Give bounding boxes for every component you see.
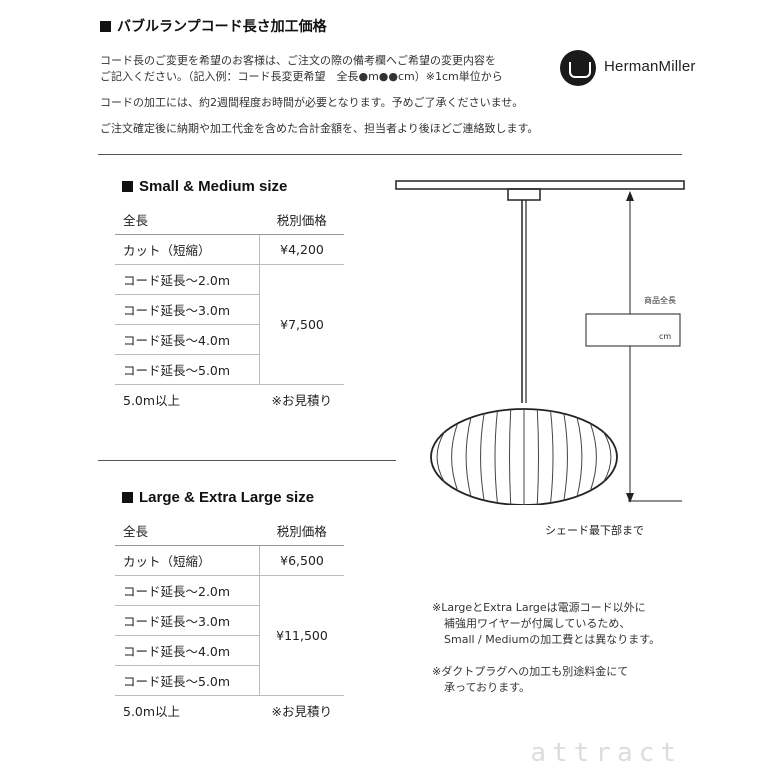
bullet-square-icon xyxy=(100,21,111,32)
table-row: コード延長～4.0m xyxy=(115,324,344,355)
price-table-large-xl: 全長 税別価格 カット（短縮） ¥6,500 コード延長～2.0m ¥11,50… xyxy=(115,516,344,725)
over-price: ※お見積り xyxy=(271,393,332,408)
col-price-header: 税別価格 xyxy=(259,516,344,546)
section-title-small-medium: Small & Medium size xyxy=(122,178,287,195)
over-label: 5.0m以上 xyxy=(123,393,181,408)
cut-label: カット（短縮） xyxy=(115,234,260,265)
intro-line-3: コードの加工には、約2週間程度お時間が必要となります。予めご了承くださいませ。 xyxy=(100,96,524,109)
ceiling-plug xyxy=(507,188,541,201)
col-length-header: 全長 xyxy=(115,516,260,546)
length-input-box xyxy=(585,313,681,347)
table-row: コード延長～3.0m xyxy=(115,294,344,325)
extension-label: コード延長～4.0m xyxy=(115,324,260,355)
col-length-header: 全長 xyxy=(115,205,260,235)
over-label: 5.0m以上 xyxy=(123,704,181,719)
extension-price: ¥11,500 xyxy=(259,575,344,696)
note-line: 承っております。 xyxy=(444,681,531,694)
lamp-diagram: 商品全長 cm xyxy=(395,180,685,505)
dimension-arrow xyxy=(626,191,682,503)
table-row: コード延長～2.0m ¥7,500 xyxy=(115,264,344,385)
col-price-header: 税別価格 xyxy=(259,205,344,235)
diagram-caption: シェード最下部まで xyxy=(545,524,644,537)
bullet-square-icon xyxy=(122,492,133,503)
over-price: ※お見積り xyxy=(271,704,332,719)
herman-miller-logo-icon xyxy=(560,50,596,86)
table-row: 5.0m以上 ※お見積り xyxy=(115,696,344,726)
note-line: ※ダクトプラグへの加工も別途料金にて xyxy=(432,665,629,678)
note-large-xl: ※LargeとExtra Largeは電源コード以外に 補強用ワイヤーが付属して… xyxy=(432,600,660,648)
table-row: カット（短縮） ¥4,200 xyxy=(115,234,344,265)
bubble-shade xyxy=(430,408,618,505)
duct-rail xyxy=(395,180,685,190)
note-line: 補強用ワイヤーが付属しているため、 xyxy=(444,617,631,630)
table-row: 5.0m以上 ※お見積り xyxy=(115,385,344,415)
extension-label: コード延長～4.0m xyxy=(115,635,260,666)
herman-miller-logo: HermanMiller xyxy=(560,50,710,90)
table-header-row: 全長 税別価格 xyxy=(115,205,344,235)
unit-label: cm xyxy=(659,332,671,341)
watermark: attract xyxy=(530,738,682,768)
brand-name: HermanMiller xyxy=(604,58,696,75)
intro-line-1: コード長のご変更を希望のお客様は、ご注文の際の備考欄へご希望の変更内容を xyxy=(100,54,496,67)
extension-price: ¥7,500 xyxy=(259,264,344,385)
table-row: コード延長～2.0m ¥11,500 xyxy=(115,575,344,696)
cut-label: カット（短縮） xyxy=(115,545,260,576)
note-duct-plug: ※ダクトプラグへの加工も別途料金にて 承っております。 xyxy=(432,664,628,696)
table-row: コード延長～5.0m xyxy=(115,354,344,385)
intro-line-4: ご注文確定後に納期や加工代金を含めた合計金額を、担当者より後ほどご連絡致します。 xyxy=(100,122,539,135)
table-header-row: 全長 税別価格 xyxy=(115,516,344,546)
note-line: ※LargeとExtra Largeは電源コード以外に xyxy=(432,601,646,614)
cut-price: ¥6,500 xyxy=(259,545,344,576)
page-title: バブルランプコード長さ加工価格 xyxy=(100,16,327,36)
note-line: Small / Mediumの加工費とは異なります。 xyxy=(444,633,661,646)
bullet-square-icon xyxy=(122,181,133,192)
section-divider xyxy=(98,460,396,461)
extension-label: コード延長～5.0m xyxy=(115,665,260,696)
extension-label: コード延長～2.0m xyxy=(115,264,260,295)
table-row: コード延長～4.0m xyxy=(115,635,344,666)
total-length-label: 商品全長 xyxy=(644,295,676,305)
extension-label: コード延長～2.0m xyxy=(115,575,260,606)
price-table-small-medium: 全長 税別価格 カット（短縮） ¥4,200 コード延長～2.0m ¥7,500… xyxy=(115,205,344,414)
extension-label: コード延長～3.0m xyxy=(115,294,260,325)
table-row: コード延長～3.0m xyxy=(115,605,344,636)
table-row: コード延長～5.0m xyxy=(115,665,344,696)
section-title-large-xl: Large & Extra Large size xyxy=(122,489,314,506)
extension-label: コード延長～5.0m xyxy=(115,354,260,385)
table-row: カット（短縮） ¥6,500 xyxy=(115,545,344,576)
header-divider xyxy=(98,154,682,155)
extension-label: コード延長～3.0m xyxy=(115,605,260,636)
cut-price: ¥4,200 xyxy=(259,234,344,265)
intro-line-2: ご記入ください。（記入例：コード長変更希望 全長●m●●cm）※1cm単位から xyxy=(100,70,503,83)
